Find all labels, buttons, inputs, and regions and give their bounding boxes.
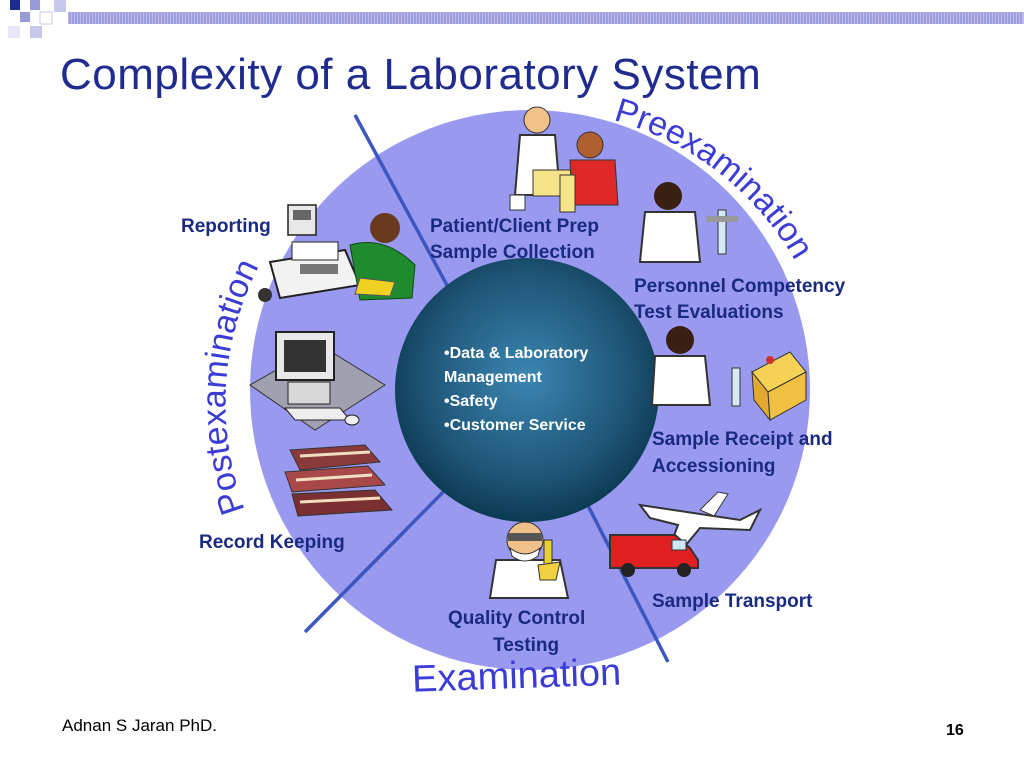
computer-icon <box>249 331 386 431</box>
label-sample-transport: Sample Transport <box>652 591 813 612</box>
center-item: •Safety <box>444 393 498 410</box>
center-item: •Data & Laboratory <box>444 345 589 362</box>
label-personnel-competency: Personnel Competency <box>634 276 846 297</box>
label-accessioning: Accessioning <box>652 456 776 477</box>
divider-bottom-right <box>578 489 670 663</box>
phase-exam-label: Examination <box>411 651 621 700</box>
page-title: Complexity of a Laboratory System <box>60 50 762 99</box>
lab-technician-icon <box>638 182 738 263</box>
center-item: Management <box>444 369 542 386</box>
center-item-list: •Data & Laboratory Management •Safety •C… <box>444 342 644 438</box>
label-sample-receipt: Sample Receipt and <box>652 429 833 450</box>
header-stripe <box>68 12 1024 24</box>
books-icon <box>284 444 394 517</box>
nurse-patient-icon <box>509 106 619 213</box>
masked-scientist-icon <box>488 521 570 599</box>
label-record-keeping: Record Keeping <box>199 532 345 553</box>
label-testing: Testing <box>493 635 560 656</box>
label-patient-prep: Patient/Client Prep <box>430 216 599 237</box>
corner-decoration <box>8 0 1024 38</box>
label-reporting: Reporting <box>181 216 271 237</box>
center-item: •Customer Service <box>444 417 586 434</box>
airplane-icon <box>637 491 763 553</box>
page-number: 16 <box>946 722 964 739</box>
label-quality-control: Quality Control <box>448 608 586 629</box>
divider-bottom-left <box>303 478 457 634</box>
divider-top-left <box>353 114 457 301</box>
inner-circle <box>395 258 659 522</box>
footer-author: Adnan S Jaran PhD. <box>62 716 217 735</box>
label-sample-collection: Sample Collection <box>430 242 595 263</box>
technician-box-icon <box>650 326 807 422</box>
fax-phone-person-icon <box>258 204 416 302</box>
label-test-evaluations: Test Evaluations <box>634 302 784 323</box>
van-icon <box>609 534 699 577</box>
